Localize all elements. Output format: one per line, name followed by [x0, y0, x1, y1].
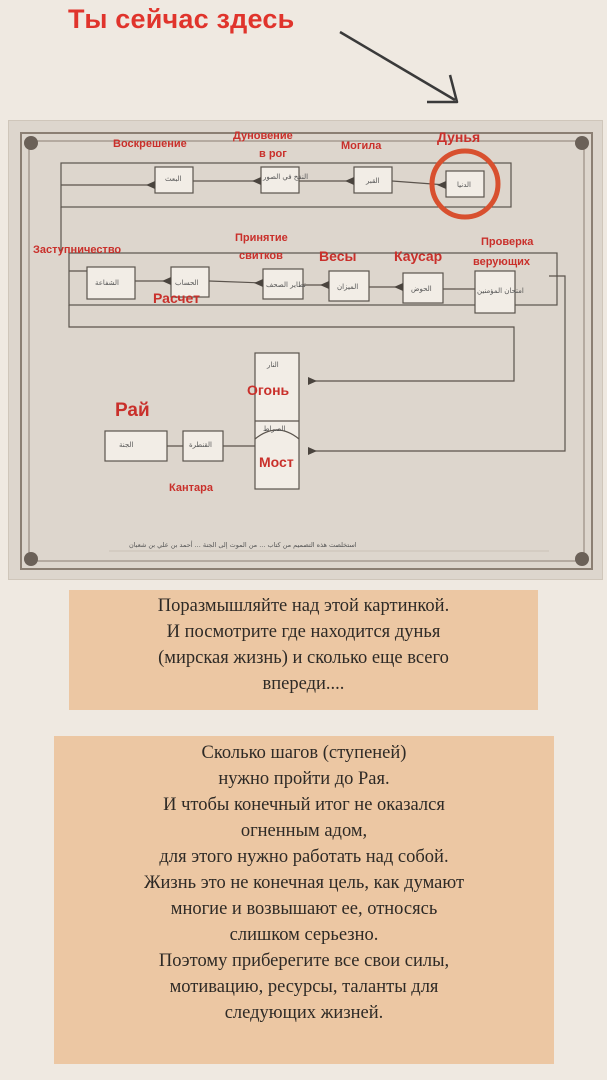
caption-1-line: (мирская жизнь) и сколько еще всего [158, 648, 449, 668]
arabic-qantara: القنطرة [189, 441, 213, 449]
caption-2-line: Жизнь это не конечная цель, как думают [143, 873, 465, 893]
arabic-scrolls: تطاير الصحف [266, 281, 306, 289]
arabic-jannah: الجنة [119, 441, 134, 449]
caption-2-line: И чтобы конечный итог не оказался [163, 795, 445, 815]
caption-box-2: Сколько шагов (ступеней) нужно пройти до… [54, 736, 554, 1064]
caption-2-line: следующих жизней. [224, 1003, 384, 1023]
label-check-1: Проверка [481, 236, 534, 248]
caption-1-line: И посмотрите где находится дунья [166, 622, 441, 642]
arabic-resurrection: البعث [165, 175, 182, 183]
label-trumpet-2: в рог [259, 148, 287, 160]
caption-2-line: слишком серьезно. [229, 925, 379, 945]
label-trumpet-1: Дуновение [233, 130, 293, 142]
caption-2-line: Поэтому приберегите все свои силы, [158, 951, 450, 971]
caption-2-line: Сколько шагов (ступеней) [201, 743, 407, 763]
label-paradise: Рай [115, 400, 150, 421]
label-kawthar: Каусар [394, 248, 443, 264]
label-fire: Огонь [247, 382, 290, 398]
arabic-sirat: الصراط [263, 425, 286, 433]
label-bridge: Мост [259, 454, 294, 470]
label-intercession: Заступничество [33, 244, 122, 256]
afterlife-diagram [20, 132, 593, 570]
dunya-highlight-circle [429, 148, 501, 220]
diagram-photo: Воскрешение Дуновение в рог Могила Дунья… [8, 120, 603, 580]
arabic-intercession: الشفاعة [95, 279, 119, 287]
arabic-footer: استخلصت هذه التصميم من كتاب ... من الموت… [129, 541, 357, 549]
caption-2-line: для этого нужно работать над собой. [159, 847, 449, 867]
label-grave: Могила [341, 140, 382, 152]
caption-2-line: огненным адом, [240, 821, 368, 841]
label-reckoning: Расчет [153, 290, 200, 306]
label-scrolls-2: свитков [239, 250, 283, 262]
header-title: Ты сейчас здесь [68, 4, 295, 34]
label-scales: Весы [319, 248, 357, 264]
caption-box-1: Поразмышляйте над этой картинкой. И посм… [69, 590, 538, 710]
label-dunya: Дунья [437, 129, 481, 145]
caption-1-line: впереди.... [262, 674, 345, 694]
pointer-arrow [339, 30, 459, 104]
label-kantara: Кантара [169, 482, 213, 494]
caption-2-line: нужно пройти до Рая. [218, 769, 390, 789]
arabic-test: امتحان المؤمنين [477, 287, 524, 295]
arabic-reckoning: الحساب [175, 279, 199, 287]
label-resurrection: Воскрешение [113, 138, 187, 150]
label-scrolls-1: Принятие [235, 232, 288, 244]
arabic-dunya: الدنيا [457, 181, 471, 189]
arabic-scales: الميزان [337, 283, 359, 291]
arabic-fire: النار [267, 361, 279, 369]
caption-1-line: Поразмышляйте над этой картинкой. [157, 596, 450, 616]
arabic-trumpet: النفخ في الصور [263, 173, 309, 181]
label-check-2: верующих [473, 256, 530, 268]
caption-2-line: мотивацию, ресурсы, таланты для [169, 977, 439, 997]
arabic-pool: الحوض [411, 285, 432, 293]
arabic-grave: القبر [366, 177, 380, 185]
caption-2-line: многие и возвышают ее, относясь [170, 899, 438, 919]
